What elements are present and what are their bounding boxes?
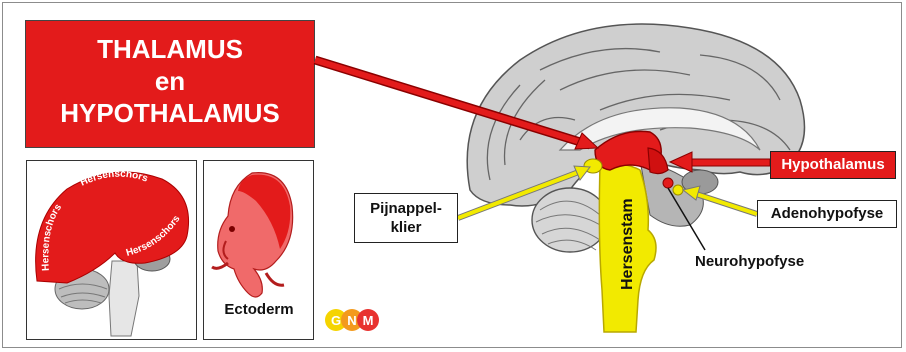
adenohypophysis-label: Adenohypofyse <box>757 200 897 228</box>
hypothalamus-label: Hypothalamus <box>770 151 896 179</box>
brainstem-label: Hersenstam <box>619 198 636 290</box>
pineal-label: Pijnappel- klier <box>354 193 458 243</box>
pineal-label-line-2: klier <box>355 218 457 237</box>
cerebellum <box>532 188 608 252</box>
neurohypophysis-label: Neurohypofyse <box>695 253 804 270</box>
pineal-label-line-1: Pijnappel- <box>355 199 457 218</box>
adenohypophysis <box>673 185 683 195</box>
neurohypophysis <box>663 178 673 188</box>
